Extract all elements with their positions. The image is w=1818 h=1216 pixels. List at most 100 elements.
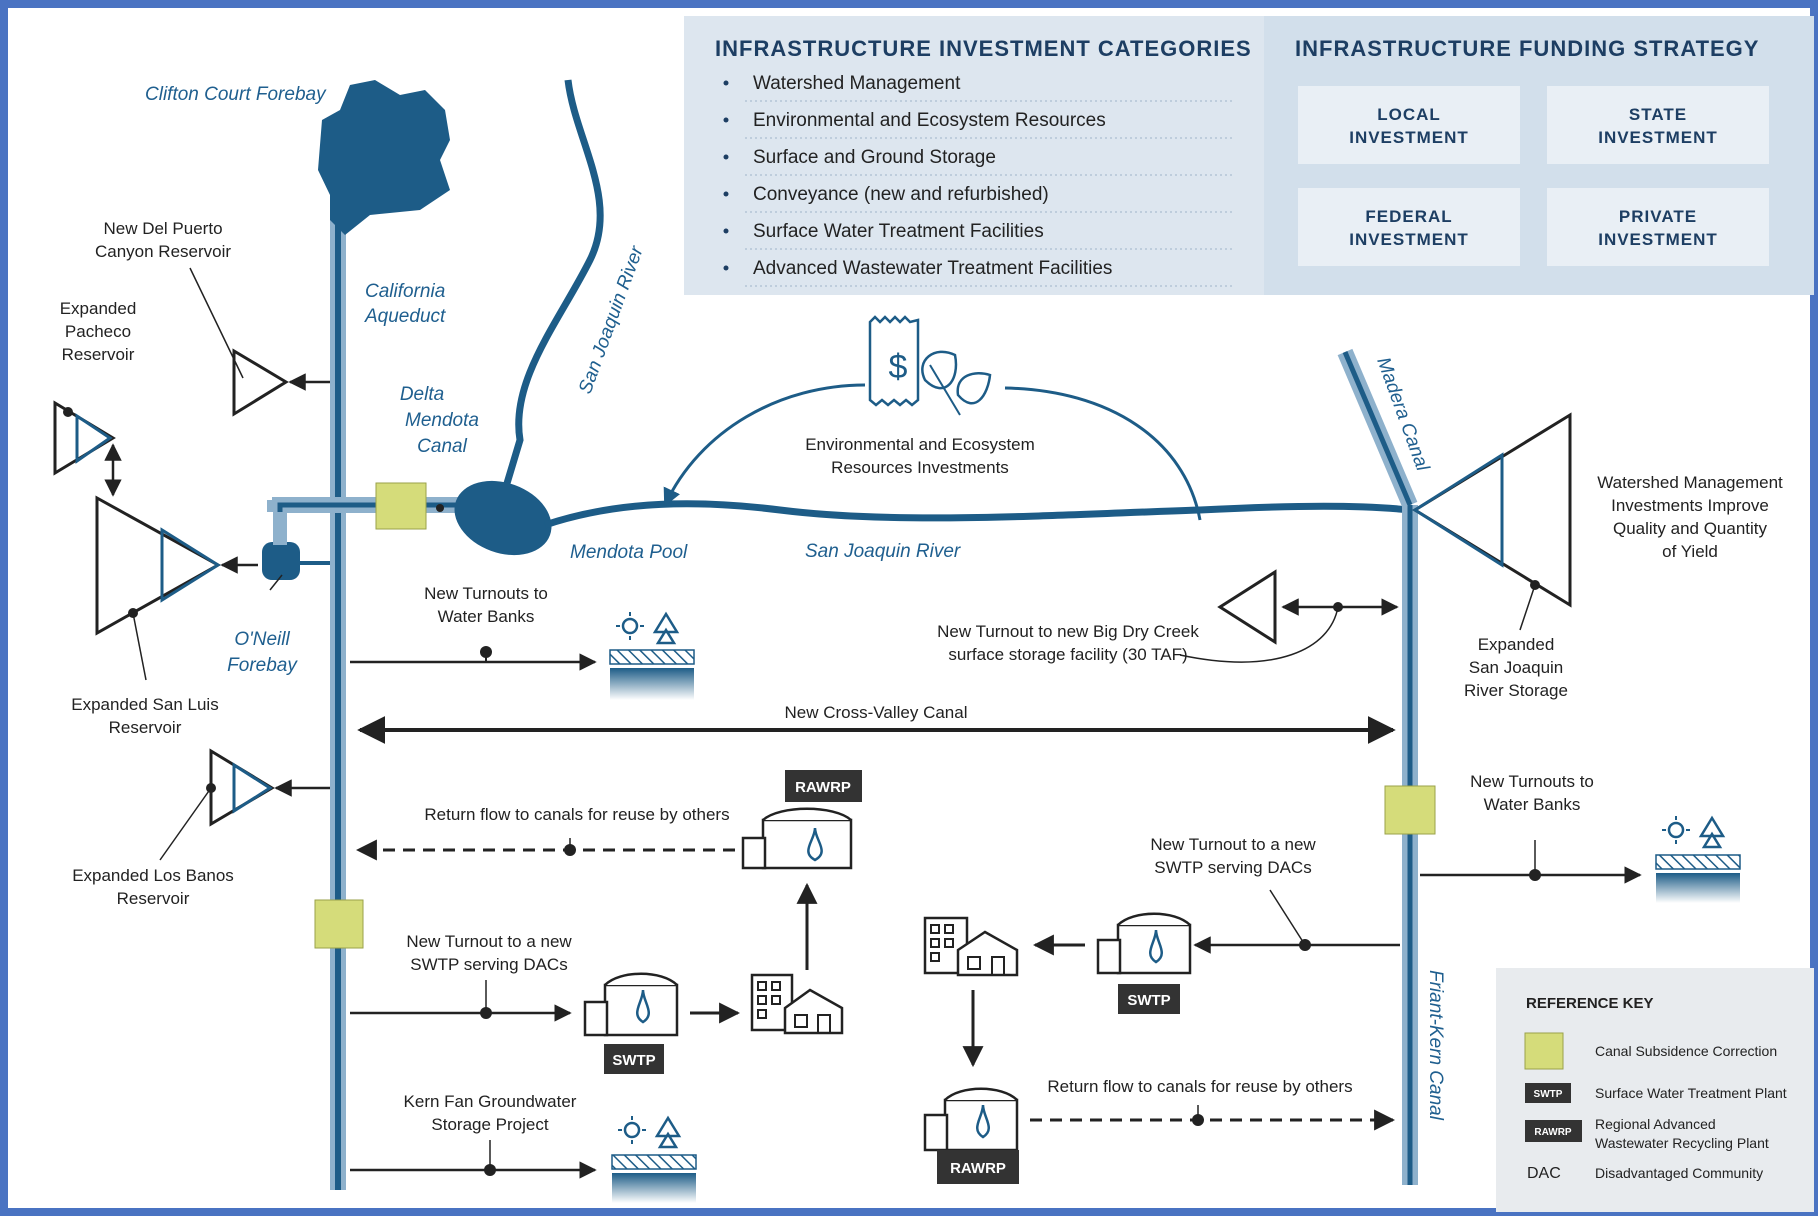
turnouts-right-label-2: Water Banks — [1484, 795, 1581, 814]
turnouts-right-label-1: New Turnouts to — [1470, 772, 1594, 791]
funding-strategy-heading: INFRASTRUCTURE FUNDING STRATEGY — [1295, 36, 1759, 61]
category-bullet — [723, 80, 729, 86]
key-item-3-text-2: Wastewater Recycling Plant — [1595, 1135, 1769, 1151]
big-dry-creek-reservoir-icon — [1217, 569, 1399, 645]
ground-hatch-icon — [609, 649, 695, 665]
svg-text:$: $ — [889, 348, 908, 386]
tree-icon — [652, 611, 680, 645]
clifton-court-label: Clifton Court Forebay — [145, 84, 327, 105]
dollar-receipt-icon: $ — [868, 315, 920, 407]
water-drop-icon — [636, 989, 650, 1024]
house-icon — [783, 988, 844, 1035]
category-bullet — [723, 117, 729, 123]
california-aqueduct-label-2: Aqueduct — [364, 306, 446, 327]
los-banos-label-2: Reservoir — [117, 889, 190, 908]
funding-boxes: LOCALINVESTMENTSTATEINVESTMENTFEDERALINV… — [1298, 86, 1769, 266]
del-puerto-label-2: Canyon Reservoir — [95, 242, 231, 261]
env-arc-left — [663, 383, 866, 507]
turnouts-left-label-1: New Turnouts to — [424, 584, 548, 603]
swtp-badge-left-text: SWTP — [612, 1052, 655, 1069]
category-bullet — [723, 154, 729, 160]
key-item-3-text-1: Regional Advanced — [1595, 1116, 1716, 1132]
rawrp-badge-lower-text: RAWRP — [950, 1160, 1006, 1177]
del-puerto-label-1: New Del Puerto — [103, 219, 222, 238]
water-tank-icon-swtp-left — [583, 972, 679, 1037]
key-item-4-text: Disadvantaged Community — [1595, 1165, 1763, 1181]
category-item: Surface and Ground Storage — [753, 147, 996, 168]
water-tank-icon-swtp-right — [1096, 912, 1192, 975]
water-bank-icon-right — [1655, 815, 1741, 903]
pacheco-label-1: Expanded — [60, 299, 137, 318]
oneill-label-2: Forebay — [227, 655, 298, 676]
tree-icon — [1698, 815, 1726, 849]
water-tank-icon-rawrp-upper — [741, 807, 853, 870]
return-flow-right-label: Return flow to canals for reuse by other… — [1047, 1077, 1352, 1096]
watershed-label-2: Investments Improve — [1611, 496, 1769, 515]
mendota-pool-label: Mendota Pool — [570, 542, 688, 563]
swtp-turnout-left-label-2: SWTP serving DACs — [410, 955, 567, 974]
key-item-2-text: Surface Water Treatment Plant — [1595, 1085, 1787, 1101]
swtp-turnout-right-label-2: SWTP serving DACs — [1154, 858, 1311, 877]
ground-hatch-icon — [1655, 854, 1741, 870]
san-joaquin-storage-label-1: Expanded — [1478, 635, 1555, 654]
env-arc-right — [1004, 386, 1202, 521]
funding-box — [1547, 188, 1769, 266]
subsidence-square-delta — [375, 482, 427, 530]
building-house-icon-left — [750, 973, 844, 1035]
key-rawrp-badge-text: RAWRP — [1534, 1127, 1572, 1138]
swtp-badge-right — [1118, 984, 1180, 1014]
category-bullet — [723, 191, 729, 197]
key-dac-symbol: DAC — [1527, 1165, 1561, 1182]
category-item: Conveyance (new and refurbished) — [753, 184, 1049, 205]
kern-fan-label-2: Storage Project — [431, 1115, 548, 1134]
california-aqueduct-label-1: California — [365, 281, 445, 302]
funding-box-label: INVESTMENT — [1349, 128, 1469, 147]
oneill-forebay-shape — [262, 542, 300, 580]
pacheco-label-3: Reservoir — [62, 345, 135, 364]
category-item: Environmental and Ecosystem Resources — [753, 110, 1106, 131]
category-item: Watershed Management — [753, 73, 961, 94]
rawrp-badge-upper-text: RAWRP — [795, 779, 851, 796]
big-dry-creek-label-2: surface storage facility (30 TAF) — [948, 645, 1187, 664]
funding-box — [1298, 86, 1520, 164]
subsidence-square-friant — [1384, 785, 1436, 835]
funding-box-label: INVESTMENT — [1349, 230, 1469, 249]
los-banos-label-1: Expanded Los Banos — [72, 866, 234, 885]
pacheco-reservoir-icon — [53, 400, 122, 497]
funding-box-label: STATE — [1629, 105, 1687, 124]
delta-mendota-label-3: Canal — [417, 436, 467, 457]
recycle-icon — [976, 1104, 990, 1139]
oneill-label-1: O'Neill — [234, 629, 290, 650]
del-puerto-reservoir-icon — [232, 348, 330, 417]
key-swtp-badge-text: SWTP — [1534, 1089, 1563, 1100]
funding-box-label: INVESTMENT — [1598, 230, 1718, 249]
category-item: Surface Water Treatment Facilities — [753, 221, 1044, 242]
turnouts-left-label-2: Water Banks — [438, 607, 535, 626]
return-flow-left-label: Return flow to canals for reuse by other… — [424, 805, 729, 824]
subsidence-square-aqueduct — [314, 899, 364, 949]
investment-categories-heading: INFRASTRUCTURE INVESTMENT CATEGORIES — [715, 36, 1252, 61]
san-joaquin-river-label: San Joaquin River — [805, 541, 961, 562]
funding-box-label: FEDERAL — [1365, 207, 1452, 226]
san-joaquin-river-main — [543, 500, 1411, 529]
env-investments-label-2: Resources Investments — [831, 458, 1009, 477]
clifton-court-forebay-shape — [318, 80, 450, 235]
env-investments-label-1: Environmental and Ecosystem — [805, 435, 1035, 454]
water-bank-icon-kern — [611, 1115, 697, 1203]
delta-mendota-label-1: Delta — [400, 384, 444, 405]
water-drop-icon — [1149, 929, 1163, 964]
funding-box-label: PRIVATE — [1619, 207, 1697, 226]
san-luis-label-1: Expanded San Luis — [71, 695, 218, 714]
watershed-label-4: of Yield — [1662, 542, 1718, 561]
swtp-badge-left — [604, 1044, 664, 1074]
san-luis-reservoir-icon — [95, 495, 258, 636]
swtp-badge-right-text: SWTP — [1127, 992, 1170, 1009]
ground-hatch-icon — [611, 1154, 697, 1170]
sun-icon — [1667, 821, 1685, 839]
recycle-icon — [807, 827, 823, 862]
san-joaquin-storage-label-2: San Joaquin — [1469, 658, 1564, 677]
leaf-icon — [921, 350, 992, 416]
